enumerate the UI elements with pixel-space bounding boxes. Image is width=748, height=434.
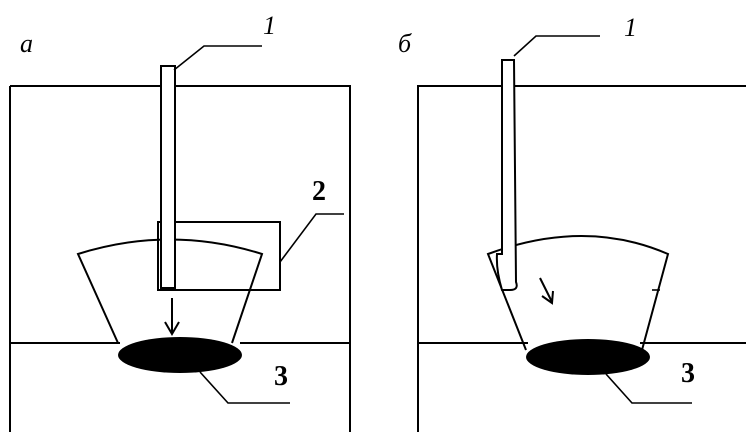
panel-a-letter: а (20, 29, 33, 58)
panel-a-electrode (160, 65, 176, 289)
panel-a-pool (118, 337, 242, 373)
panel-b: б 1 3 (398, 13, 746, 432)
panel-b-leader-1 (513, 35, 600, 57)
panel-b-pool (526, 339, 650, 375)
panel-a-label-2: 2 (312, 176, 326, 207)
panel-a-label-1: 1 (263, 11, 276, 40)
panel-a-leader-2 (279, 213, 344, 263)
panel-a: а 1 2 3 (9, 11, 351, 432)
panel-b-label-1: 1 (624, 13, 637, 42)
panel-a-workpiece (9, 85, 351, 432)
panel-a-leader-1 (173, 45, 262, 71)
panel-b-leader-3 (605, 373, 692, 404)
panel-b-letter: б (398, 29, 412, 58)
panel-a-label-3: 3 (274, 361, 288, 392)
panel-b-label-3: 3 (681, 358, 695, 389)
panel-b-workpiece (417, 85, 746, 432)
panel-b-electrode (495, 59, 518, 291)
panel-a-leader-3 (199, 371, 290, 404)
panel-a-box (157, 221, 281, 291)
panel-b-arrow (539, 277, 554, 305)
panel-a-arrow (164, 298, 180, 336)
